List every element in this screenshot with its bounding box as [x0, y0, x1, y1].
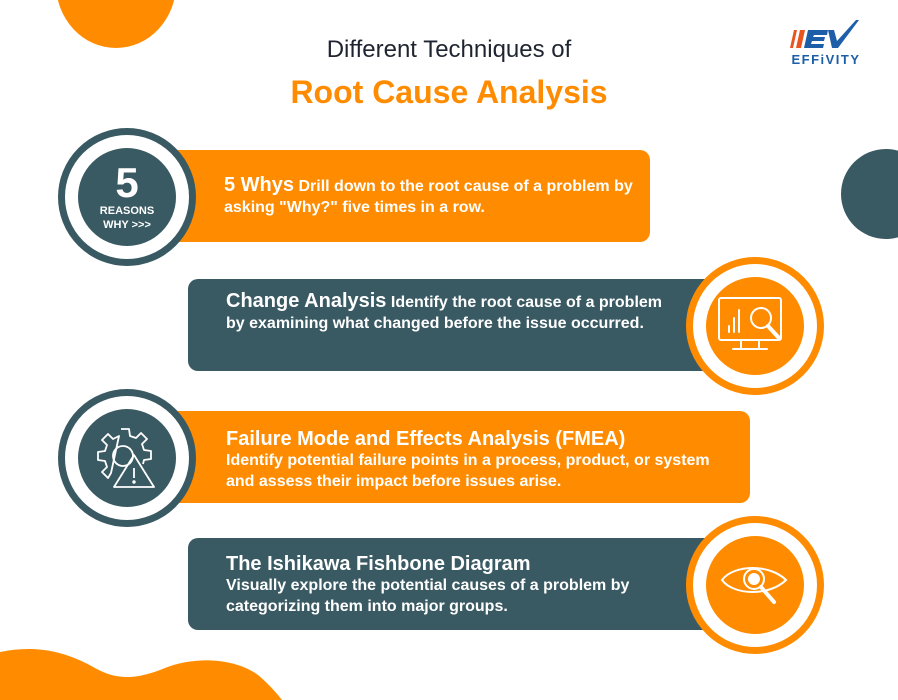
decorative-teal-half-circle — [841, 149, 898, 239]
technique-description: Drill down to the root cause of a proble… — [224, 178, 633, 216]
logo-wordmark: EFFiVITY — [791, 52, 861, 67]
five-reasons-badge — [78, 148, 176, 246]
page-title: Root Cause Analysis — [290, 74, 608, 110]
decorative-orange-wave — [0, 649, 282, 700]
technique-description: Identify potential failure points in a p… — [226, 452, 710, 490]
technique-card-5-whys: 5 Whys Drill down to the root cause of a… — [150, 150, 650, 242]
technique-description: Visually explore the potential causes of… — [226, 577, 630, 615]
technique-card-change-analysis: Change Analysis Identify the root cause … — [188, 279, 748, 371]
five-reasons-badge-text: 5 REASONS WHY >>> — [99, 159, 155, 232]
technique-card-ishikawa: The Ishikawa Fishbone Diagram Visually e… — [188, 538, 748, 630]
gear-warning-icon — [97, 428, 155, 488]
ev-logo-mark-icon — [790, 20, 859, 48]
technique-title: 5 Whys — [224, 174, 295, 196]
technique-title: Failure Mode and Effects Analysis (FMEA) — [226, 428, 626, 450]
technique-title: Change Analysis — [226, 290, 387, 312]
technique-title: The Ishikawa Fishbone Diagram — [226, 553, 531, 575]
technique-description: Identify the root cause of a problem by … — [226, 294, 663, 332]
page-subtitle: Different Techniques of — [326, 36, 572, 63]
fmea-badge — [78, 409, 176, 507]
ishikawa-badge — [706, 536, 804, 634]
technique-card-fmea: Failure Mode and Effects Analysis (FMEA)… — [150, 411, 750, 503]
effivity-logo: EFFiVITY — [770, 18, 882, 68]
eye-magnifier-icon — [720, 567, 788, 604]
monitor-chart-magnifier-icon — [718, 297, 782, 350]
